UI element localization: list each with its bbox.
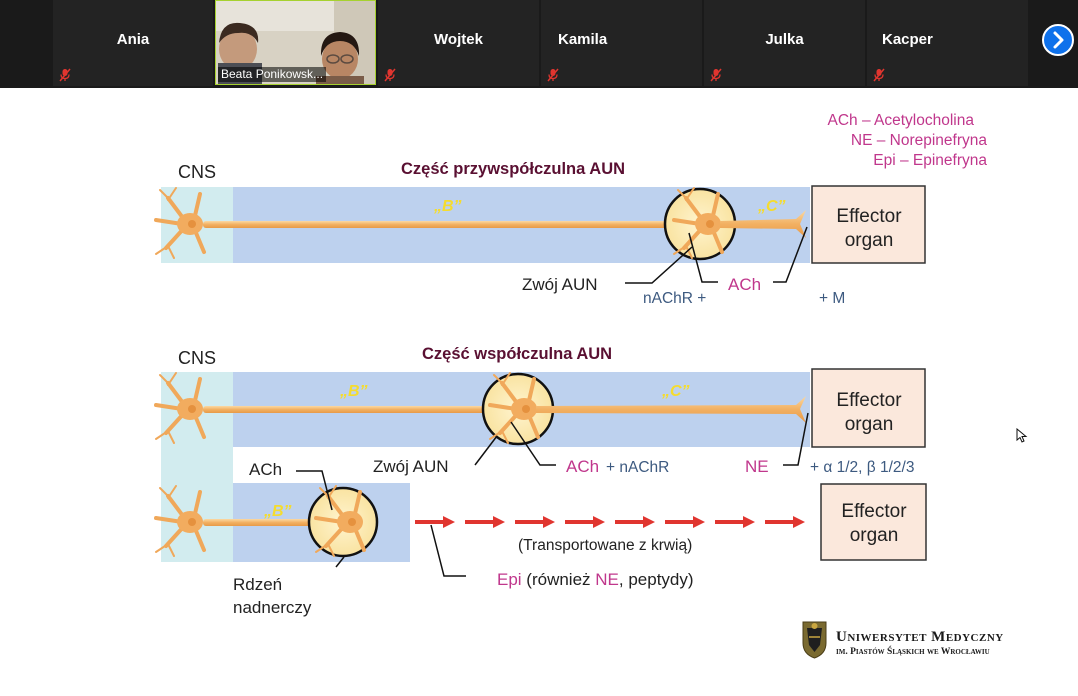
effector-organ-box	[820, 483, 927, 561]
mic-muted-icon	[873, 68, 885, 82]
epi-ne-text: NE	[595, 570, 619, 589]
blood-transport-arrows	[415, 516, 805, 528]
effector-organ-box	[811, 368, 926, 448]
receptor-label: + nAChR	[606, 459, 669, 476]
label-b: „B”	[263, 503, 292, 520]
label-b: „B”	[339, 383, 368, 400]
participant-strip: Ania Beata Ponikowsk... Wojtek	[0, 0, 1078, 88]
label-c: „C”	[661, 383, 690, 400]
label-b: „B”	[433, 198, 462, 215]
transport-arrow	[715, 516, 755, 528]
transport-arrow	[765, 516, 805, 528]
participant-tile-julka[interactable]: Julka	[704, 0, 865, 86]
adrenal-medulla-pathway: „B” ACh Rdzeń nadnerczy (Transportowane …	[154, 460, 927, 617]
participant-video-label: Beata Ponikowsk...	[218, 67, 327, 82]
effector-label: organ	[845, 230, 894, 251]
mic-muted-icon	[710, 68, 722, 82]
ach-leader	[296, 470, 333, 511]
medulla-label: nadnerczy	[233, 598, 312, 617]
shared-screen: ACh – Acetylocholina NE – Norepinefryna …	[0, 88, 1078, 691]
legend-ne: NE – Norepinefryna	[851, 132, 988, 149]
target-receptor-label: + α 1/2, β 1/2/3	[810, 459, 914, 476]
ach-leader	[688, 232, 718, 283]
epi-text-rest: (również	[522, 570, 596, 589]
participant-tile-kacper[interactable]: Kacper	[867, 0, 1028, 86]
postganglionic-axon	[720, 210, 806, 238]
mouse-cursor-icon	[1016, 428, 1028, 443]
sympathetic-title: Część współczulna AUN	[422, 345, 612, 363]
participant-tile-ania[interactable]: Ania	[53, 0, 213, 86]
transport-arrow	[415, 516, 455, 528]
transmitter-label: ACh	[566, 457, 599, 476]
parasympathetic-pathway: Część przywspółczulna AUN CNS „B” „C” Ef…	[154, 160, 926, 307]
preganglionic-axon	[203, 406, 493, 413]
participant-name: Julka	[765, 31, 804, 48]
mic-muted-icon	[547, 68, 559, 82]
participant-tile-kamila[interactable]: Kamila	[541, 0, 702, 86]
effector-label: organ	[845, 414, 894, 435]
postganglionic-axon	[536, 396, 806, 423]
effector-organ-box	[811, 185, 926, 264]
transport-label: (Transportowane z krwią)	[518, 537, 692, 554]
epi-text-rest: , peptydy)	[619, 570, 694, 589]
participant-name: Wojtek	[434, 31, 483, 48]
effector-label: Effector	[836, 206, 902, 227]
participant-tile-wojtek[interactable]: Wojtek	[378, 0, 539, 86]
chevron-right-icon	[1053, 31, 1064, 49]
effector-label: Effector	[836, 390, 902, 411]
legend-epi: Epi – Epinefryna	[873, 152, 987, 169]
participant-name: Ania	[116, 31, 150, 48]
parasympathetic-title: Część przywspółczulna AUN	[401, 160, 625, 178]
participant-name: Kamila	[558, 31, 608, 48]
effector-leader	[773, 226, 808, 283]
transport-arrow	[515, 516, 555, 528]
participant-name: Kacper	[882, 31, 933, 48]
ach-label: ACh	[249, 460, 282, 479]
effector-label: organ	[850, 525, 899, 546]
university-crest-icon	[802, 621, 827, 659]
ganglion-label: Zwój AUN	[522, 275, 598, 294]
participant-video-tile[interactable]: Beata Ponikowsk...	[215, 0, 376, 85]
transport-arrow	[465, 516, 505, 528]
effector-label: Effector	[841, 501, 907, 522]
abbreviation-legend: ACh – Acetylocholina NE – Norepinefryna …	[828, 112, 988, 169]
ne-label: NE	[745, 457, 769, 476]
university-logo: Uniwersytet Medyczny im. Piastów Śląskic…	[802, 621, 1004, 659]
ganglion-label: Zwój AUN	[373, 457, 449, 476]
ach-leader	[510, 421, 556, 466]
cns-label: CNS	[178, 348, 216, 368]
ganglion-leader	[474, 435, 498, 466]
transport-arrow	[565, 516, 605, 528]
ans-diagram: ACh – Acetylocholina NE – Norepinefryna …	[154, 112, 1004, 659]
medulla-leader	[335, 556, 345, 568]
epi-release-label: Epi (również NE, peptydy)	[497, 570, 694, 589]
next-participants-button[interactable]	[1042, 24, 1074, 56]
mic-muted-icon	[384, 68, 396, 82]
target-receptor-label: + M	[819, 290, 845, 307]
legend-ach: ACh – Acetylocholina	[828, 112, 975, 129]
medulla-label: Rdzeń	[233, 575, 282, 594]
transmitter-label: ACh	[728, 275, 761, 294]
mic-muted-icon	[59, 68, 71, 82]
transport-arrow	[615, 516, 655, 528]
ganglion-leader	[625, 246, 693, 284]
effector-leader	[783, 412, 809, 466]
epi-leader	[430, 524, 466, 577]
preganglionic-axon	[203, 519, 319, 526]
university-name: Uniwersytet Medyczny	[836, 629, 1004, 645]
epi-text: Epi	[497, 570, 522, 589]
receptor-label: nAChR +	[643, 290, 706, 307]
preganglionic-axon	[203, 221, 673, 228]
cns-label: CNS	[178, 162, 216, 182]
transport-arrow	[665, 516, 705, 528]
university-subtitle: im. Piastów Śląskich we Wrocławiu	[836, 645, 990, 657]
label-c: „C”	[757, 198, 786, 215]
sympathetic-pathway: Część współczulna AUN CNS „B” „C” Effect…	[154, 345, 926, 562]
